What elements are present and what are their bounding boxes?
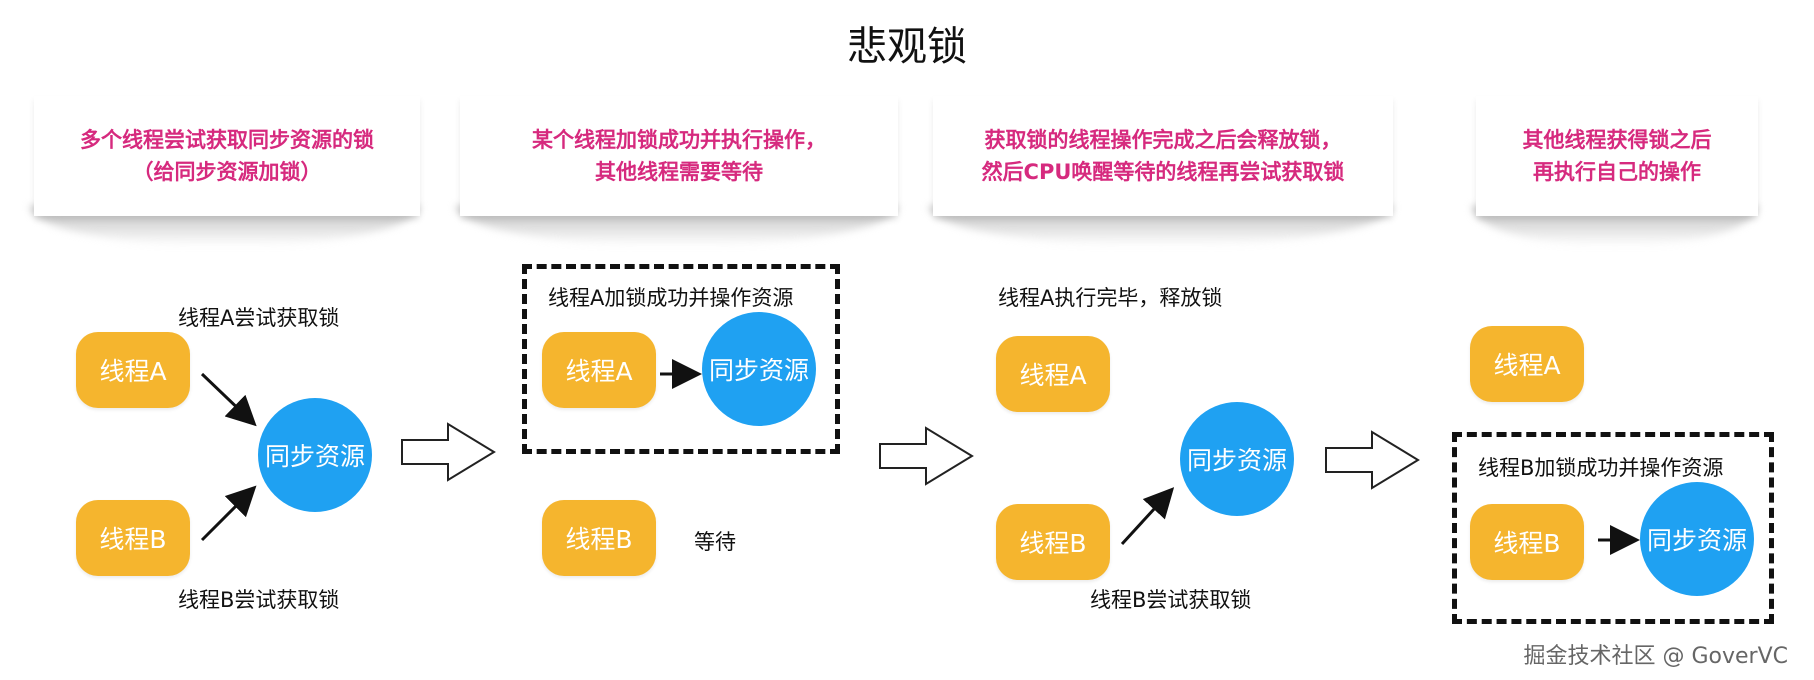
arrow-a-to-resource [200, 372, 257, 427]
lock-box [522, 264, 840, 454]
label-b-locked: 线程B加锁成功并操作资源 [1478, 456, 1724, 480]
card-text-line: 某个线程加锁成功并执行操作， [532, 128, 826, 152]
thread-b-node: 线程B [996, 504, 1110, 580]
thread-a-node: 线程A [996, 336, 1110, 412]
card-text-line: 其他线程获得锁之后 [1522, 128, 1712, 152]
card-text-line: （给同步资源加锁） [132, 160, 322, 184]
arrow-b-to-resource [200, 485, 257, 542]
flow-arrow-3 [1325, 430, 1420, 490]
flow-arrow-1 [401, 422, 496, 482]
card-text-line: 然后CPU唤醒等待的线程再尝试获取锁 [981, 160, 1345, 184]
flow-arrow-2 [879, 426, 974, 486]
step-card-4: 其他线程获得锁之后再执行自己的操作 [1476, 96, 1758, 216]
thread-b-node: 线程B [542, 500, 656, 576]
lock-box [1452, 432, 1774, 624]
arrow-b-to-resource [1120, 487, 1175, 546]
label-a-locked: 线程A加锁成功并操作资源 [548, 286, 794, 310]
watermark: 掘金技术社区 @ GoverVC [1523, 644, 1788, 669]
sync-resource-node: 同步资源 [702, 312, 816, 426]
thread-a-node: 线程A [1470, 326, 1584, 402]
card-text-line: 获取锁的线程操作完成之后会释放锁， [984, 128, 1342, 152]
sync-resource-node: 同步资源 [1640, 482, 1754, 596]
diagram-title: 悲观锁 [847, 24, 967, 70]
step-card-3: 获取锁的线程操作完成之后会释放锁， 然后CPU唤醒等待的线程再尝试获取锁 [933, 96, 1393, 216]
thread-b-node: 线程B [76, 500, 190, 576]
card-text-line: 再执行自己的操作 [1533, 160, 1701, 184]
step-card-2: 某个线程加锁成功并执行操作， 其他线程需要等待 [460, 96, 898, 216]
card-text-line: 多个线程尝试获取同步资源的锁 [80, 128, 374, 152]
label-a-try-lock: 线程A尝试获取锁 [178, 306, 340, 330]
card-text-line: 其他线程需要等待 [595, 160, 763, 184]
thread-a-node: 线程A [76, 332, 190, 408]
step-card-1: 多个线程尝试获取同步资源的锁 （给同步资源加锁） [34, 96, 420, 216]
sync-resource-node: 同步资源 [1180, 402, 1294, 516]
label-a-released: 线程A执行完毕，释放锁 [998, 286, 1223, 310]
label-b-try-lock: 线程B尝试获取锁 [178, 588, 340, 612]
label-b-try-lock: 线程B尝试获取锁 [1090, 588, 1252, 612]
sync-resource-node: 同步资源 [258, 398, 372, 512]
thread-b-node: 线程B [1470, 504, 1584, 580]
thread-a-node: 线程A [542, 332, 656, 408]
label-wait: 等待 [694, 530, 736, 554]
